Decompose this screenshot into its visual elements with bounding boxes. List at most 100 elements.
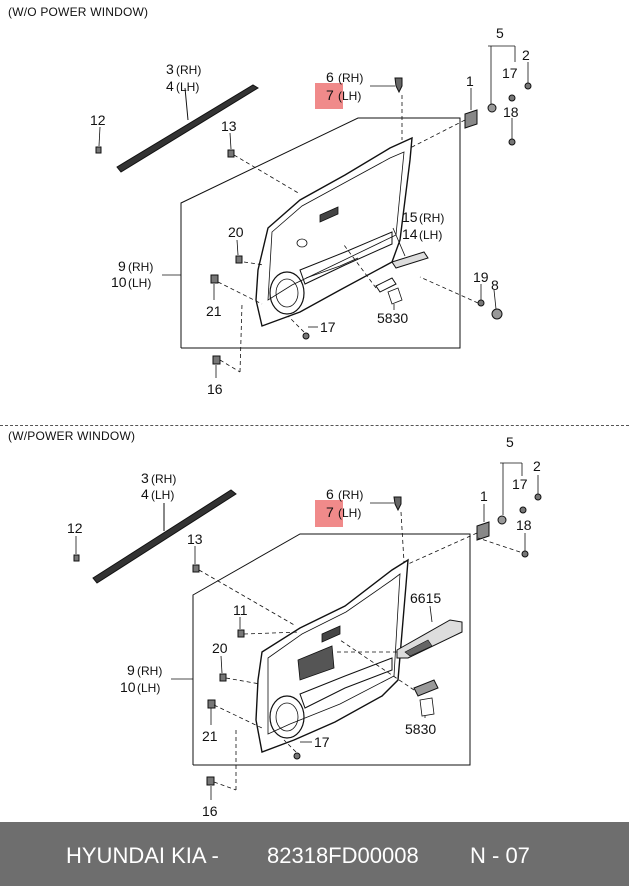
- weatherstrip-3-4: [92, 489, 237, 584]
- bracket-1: [464, 109, 478, 129]
- screw-17b: [302, 332, 310, 340]
- callout-1: 1: [480, 488, 488, 504]
- callout-15: 15: [402, 209, 418, 225]
- door-trim-frame: [180, 117, 461, 349]
- callout-15-side: (RH): [419, 211, 444, 225]
- part-5830: [413, 679, 439, 697]
- door-trim-panel: [255, 558, 409, 753]
- cap-8: [491, 308, 503, 320]
- footer-part-number: 82318FD00008: [267, 843, 419, 868]
- callout-20: 20: [228, 224, 244, 240]
- section-title-with-power-window: (W/POWER WINDOW): [8, 429, 136, 443]
- power-window-switch: [297, 645, 335, 681]
- pull-handle-14-15: [391, 251, 429, 269]
- callout-6: 6: [326, 69, 334, 85]
- callout-21: 21: [202, 728, 218, 744]
- bracket-1: [476, 521, 490, 541]
- callout-7: 7: [326, 87, 334, 103]
- callout-3-side: (RH): [176, 63, 201, 77]
- screw-2: [524, 82, 532, 90]
- screw-19: [477, 299, 485, 307]
- callout-10-side: (LH): [137, 681, 160, 695]
- callout-1: 1: [466, 73, 474, 89]
- callout-3-side: (RH): [151, 472, 176, 486]
- screw-18: [508, 138, 516, 146]
- callout-5: 5: [496, 25, 504, 41]
- callout-4: 4: [141, 486, 149, 502]
- callout-9: 9: [118, 258, 126, 274]
- callout-4-side: (LH): [176, 80, 199, 94]
- callout-5830: 5830: [405, 721, 436, 737]
- callout-19: 19: [473, 269, 489, 285]
- callout-17b: 17: [320, 319, 336, 335]
- callout-10-side: (LH): [128, 276, 151, 290]
- callout-18: 18: [503, 104, 519, 120]
- exploded-view-drawing: 5 2 17 1 18 6 (RH) 7 (LH) 3 (RH) 4 (LH) …: [67, 25, 542, 819]
- callout-12: 12: [90, 112, 106, 128]
- callout-10: 10: [120, 679, 136, 695]
- callout-16: 16: [207, 381, 223, 397]
- callout-6-side: (RH): [338, 488, 363, 502]
- callout-9: 9: [127, 662, 135, 678]
- callout-14: 14: [402, 226, 418, 242]
- clip-12: [95, 146, 102, 154]
- callout-7-side: (LH): [338, 89, 361, 103]
- callout-17b: 17: [314, 734, 330, 750]
- clip-21: [210, 274, 219, 284]
- clip-6-7: [393, 496, 402, 512]
- clip-20: [219, 673, 227, 682]
- callout-21: 21: [206, 303, 222, 319]
- callout-12: 12: [67, 520, 83, 536]
- section-1-callouts: 5 2 17 1 18 6 (RH) 7 (LH) 3 (RH) 4 (LH) …: [90, 25, 530, 397]
- clip-11: [237, 629, 245, 638]
- callout-5830: 5830: [377, 310, 408, 326]
- callout-3: 3: [141, 470, 149, 486]
- callout-7-side: (LH): [338, 506, 361, 520]
- clip-16: [206, 776, 215, 786]
- door-trim-panel: [255, 136, 413, 327]
- highlight-7-lh: [315, 83, 343, 109]
- clip-16: [212, 355, 221, 365]
- section-2-callouts: 5 2 17 1 18 6 (RH) 7 (LH) 3 (RH) 4 (LH) …: [67, 434, 541, 819]
- callout-6-side: (RH): [338, 71, 363, 85]
- callout-17: 17: [502, 65, 518, 81]
- clip-21: [207, 699, 216, 709]
- callout-3: 3: [166, 61, 174, 77]
- weatherstrip-3-4: [116, 84, 259, 173]
- callout-17: 17: [512, 476, 528, 492]
- part-17-fastener: [497, 515, 507, 525]
- part-5830: [375, 277, 397, 293]
- screw-2: [534, 493, 542, 501]
- callout-13: 13: [221, 118, 237, 134]
- section-1-drawing: [95, 45, 532, 378]
- callout-6: 6: [326, 486, 334, 502]
- callout-9-side: (RH): [128, 260, 153, 274]
- footer-page-code: N - 07: [470, 843, 530, 868]
- section-title-without-power-window: (W/O POWER WINDOW): [8, 5, 149, 19]
- clip-12: [73, 554, 80, 562]
- clip-13: [192, 564, 200, 573]
- screw-18: [521, 550, 529, 558]
- speaker-grille: [269, 695, 305, 739]
- clip-20: [235, 255, 243, 264]
- callout-9-side: (RH): [137, 664, 162, 678]
- part-17-fastener: [487, 103, 497, 113]
- screw-17b: [293, 752, 301, 760]
- speaker-grille: [269, 271, 305, 315]
- callout-2: 2: [533, 458, 541, 474]
- clip-6-7: [394, 77, 403, 94]
- callout-11: 11: [233, 602, 248, 618]
- callout-13: 13: [187, 531, 203, 547]
- callout-18: 18: [516, 517, 532, 533]
- callout-8: 8: [491, 277, 499, 293]
- footer-brand: HYUNDAI KIA -: [66, 843, 219, 868]
- highlight-7-lh: [315, 500, 343, 527]
- callout-10: 10: [111, 274, 127, 290]
- callout-4: 4: [166, 78, 174, 94]
- section-divider: [0, 425, 629, 426]
- callout-2: 2: [522, 47, 530, 63]
- callout-7: 7: [326, 504, 334, 520]
- footer-bar: HYUNDAI KIA - 82318FD00008 N - 07: [0, 822, 629, 886]
- callout-16: 16: [202, 803, 218, 819]
